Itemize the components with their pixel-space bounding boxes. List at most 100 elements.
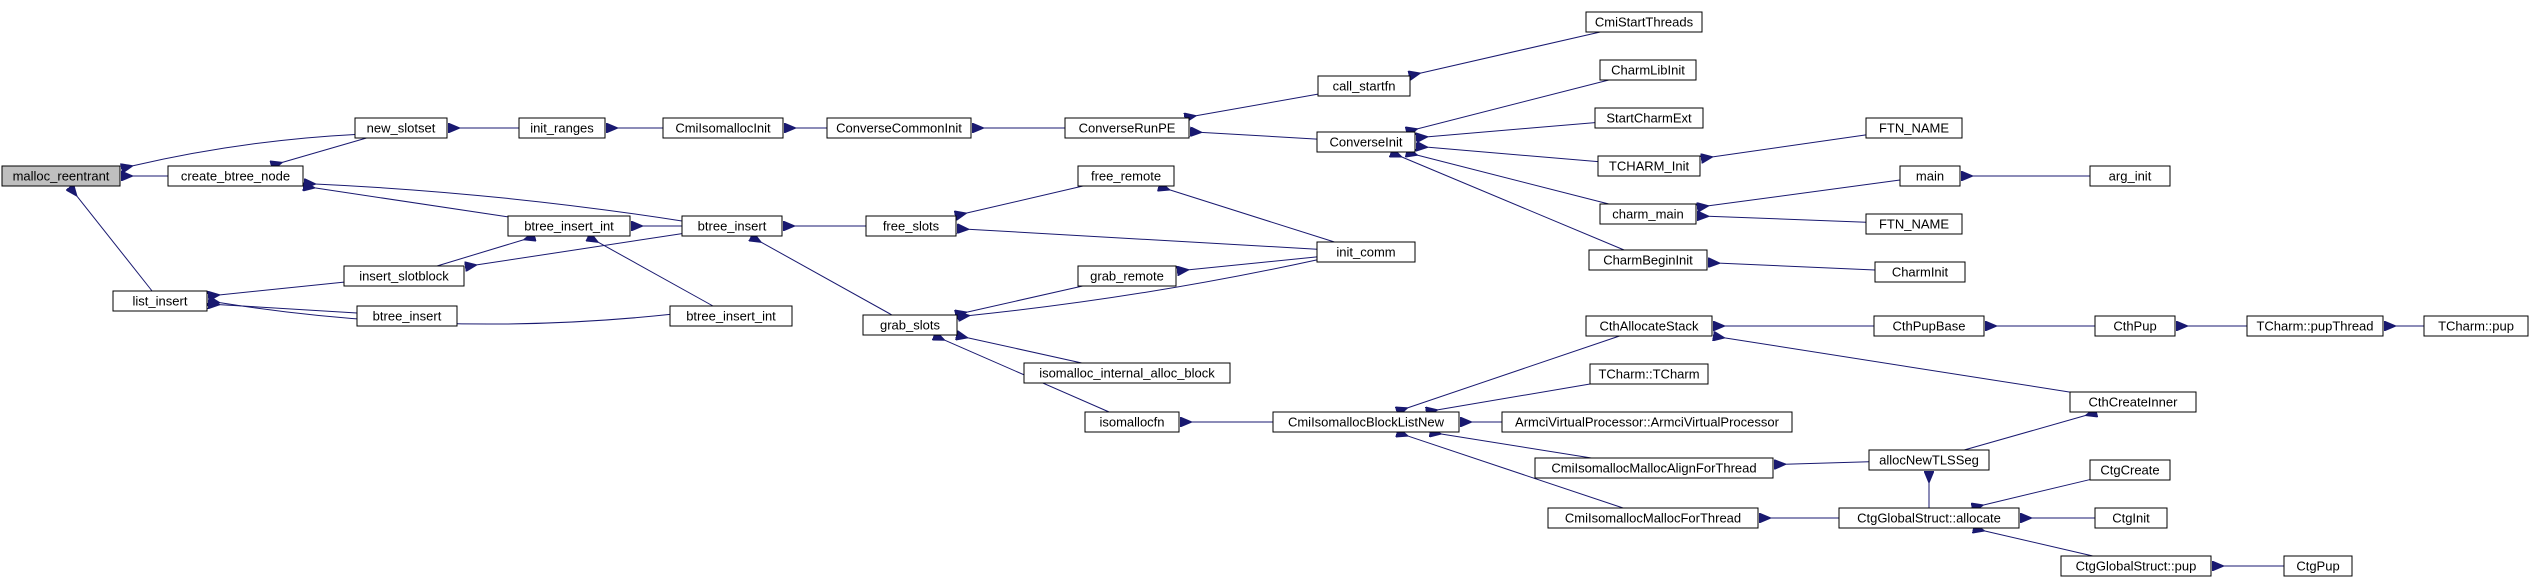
- node-label: init_comm: [1336, 245, 1395, 260]
- edge-alloc-new-tlsseg-to-cth-create-inner: [1964, 415, 2086, 451]
- node-arg-init[interactable]: arg_init: [2089, 165, 2171, 187]
- node-free-remote[interactable]: free_remote: [1077, 165, 1175, 187]
- edge-btree-insert-a-to-insert-slotblock: [476, 233, 683, 265]
- node-free-slots[interactable]: free_slots: [865, 215, 957, 237]
- node-box: [1873, 315, 1985, 337]
- edge-isomalloc-internal-alloc-block-to-grab-slots: [967, 338, 1082, 364]
- node-label: FTN_NAME: [1879, 217, 1949, 232]
- node-label: CthPupBase: [1893, 319, 1966, 334]
- node-box: [865, 215, 957, 237]
- edge-start-charm-ext-to-converse-init: [1427, 122, 1596, 137]
- node-label: free_slots: [883, 219, 940, 234]
- node-box: [2094, 315, 2176, 337]
- node-malloc-reentrant[interactable]: malloc_reentrant: [1, 165, 121, 187]
- node-btree-insert-int-b[interactable]: btree_insert_int: [669, 305, 793, 327]
- node-box: [1272, 411, 1460, 433]
- node-label: CharmInit: [1892, 265, 1949, 280]
- edge-tcharm-init-to-converse-init: [1427, 147, 1599, 163]
- node-ftn-name-a[interactable]: FTN_NAME: [1865, 117, 1963, 139]
- node-list-insert[interactable]: list_insert: [112, 290, 208, 312]
- node-ctg-global-struct-allocate[interactable]: CtgGlobalStruct::allocate: [1838, 507, 2020, 529]
- node-ctg-global-struct-pup[interactable]: CtgGlobalStruct::pup: [2060, 555, 2212, 577]
- node-label: TCHARM_Init: [1609, 159, 1690, 174]
- node-box: [2069, 391, 2197, 413]
- node-start-charm-ext[interactable]: StartCharmExt: [1594, 107, 1704, 129]
- edge-tcharm-tcharm-to-cmi-isomalloc-block-list-new: [1437, 383, 1591, 410]
- node-cth-pup[interactable]: CthPup: [2094, 315, 2176, 337]
- node-call-startfn[interactable]: call_startfn: [1317, 75, 1411, 97]
- node-box: [2060, 555, 2212, 577]
- node-box: [1501, 411, 1793, 433]
- node-label: TCharm::pupThread: [2256, 319, 2373, 334]
- node-btree-insert-a[interactable]: btree_insert: [681, 215, 783, 237]
- node-cmi-start-threads[interactable]: CmiStartThreads: [1585, 11, 1703, 33]
- node-tcharm-pup-thread[interactable]: TCharm::pupThread: [2246, 315, 2384, 337]
- edge-charm-lib-init-to-converse-init: [1417, 79, 1609, 129]
- node-box: [1588, 249, 1708, 271]
- node-cmi-isomalloc-malloc-align-for-thread[interactable]: CmiIsomallocMallocAlignForThread: [1534, 457, 1774, 479]
- node-cth-pup-base[interactable]: CthPupBase: [1873, 315, 1985, 337]
- node-tcharm-init[interactable]: TCHARM_Init: [1597, 155, 1701, 177]
- node-create-btree-node[interactable]: create_btree_node: [167, 165, 304, 187]
- edge-new-slotset-to-create-btree-node: [282, 137, 367, 163]
- node-ctg-init[interactable]: CtgInit: [2094, 507, 2168, 529]
- node-insert-slotblock[interactable]: insert_slotblock: [343, 265, 465, 287]
- node-converse-common-init[interactable]: ConverseCommonInit: [826, 117, 972, 139]
- edges: [76, 31, 2424, 566]
- node-box: [1594, 107, 1704, 129]
- node-label: CthAllocateStack: [1600, 319, 1699, 334]
- node-charm-lib-init[interactable]: CharmLibInit: [1599, 59, 1697, 81]
- edge-charm-begin-init-to-converse-init: [1401, 157, 1625, 251]
- node-tcharm-pup[interactable]: TCharm::pup: [2423, 315, 2529, 337]
- node-cmi-isomalloc-init[interactable]: CmiIsomallocInit: [662, 117, 784, 139]
- node-armci-virtual-processor[interactable]: ArmciVirtualProcessor::ArmciVirtualProce…: [1501, 411, 1793, 433]
- node-charm-begin-init[interactable]: CharmBeginInit: [1588, 249, 1708, 271]
- node-box: [1547, 507, 1759, 529]
- node-box: [356, 305, 458, 327]
- node-cmi-isomalloc-malloc-for-thread[interactable]: CmiIsomallocMallocForThread: [1547, 507, 1759, 529]
- node-label: FTN_NAME: [1879, 121, 1949, 136]
- node-box: [1, 165, 121, 187]
- node-init-comm[interactable]: init_comm: [1316, 241, 1416, 263]
- node-cth-create-inner[interactable]: CthCreateInner: [2069, 391, 2197, 413]
- node-converse-run-pe[interactable]: ConverseRunPE: [1064, 117, 1190, 139]
- node-tcharm-tcharm[interactable]: TCharm::TCharm: [1589, 363, 1709, 385]
- node-box: [1599, 203, 1697, 225]
- node-main[interactable]: main: [1899, 165, 1961, 187]
- node-box: [669, 305, 793, 327]
- node-btree-insert-int-a[interactable]: btree_insert_int: [507, 215, 631, 237]
- node-isomalloc-internal-alloc-block[interactable]: isomalloc_internal_alloc_block: [1023, 362, 1231, 384]
- node-ctg-pup[interactable]: CtgPup: [2283, 555, 2353, 577]
- node-label: isomalloc_internal_alloc_block: [1039, 366, 1215, 381]
- node-cmi-isomalloc-block-list-new[interactable]: CmiIsomallocBlockListNew: [1272, 411, 1460, 433]
- node-charm-init[interactable]: CharmInit: [1874, 261, 1966, 283]
- node-grab-remote[interactable]: grab_remote: [1077, 265, 1177, 287]
- node-label: TCharm::TCharm: [1598, 367, 1699, 382]
- node-label: CharmBeginInit: [1603, 253, 1693, 268]
- node-label: CthPup: [2113, 319, 2156, 334]
- node-box: [1077, 265, 1177, 287]
- node-isomallocfn[interactable]: isomallocfn: [1084, 411, 1180, 433]
- node-box: [1585, 11, 1703, 33]
- node-ftn-name-b[interactable]: FTN_NAME: [1865, 213, 1963, 235]
- edge-init-comm-to-grab-remote: [1188, 256, 1318, 270]
- node-label: TCharm::pup: [2438, 319, 2514, 334]
- node-converse-init[interactable]: ConverseInit: [1316, 131, 1416, 153]
- node-box: [826, 117, 972, 139]
- node-ctg-create[interactable]: CtgCreate: [2089, 459, 2171, 481]
- node-cth-allocate-stack[interactable]: CthAllocateStack: [1585, 315, 1713, 337]
- node-alloc-new-tlsseg[interactable]: allocNewTLSSeg: [1868, 449, 1990, 471]
- node-box: [1023, 362, 1231, 384]
- edge-list-insert-to-malloc-reentrant: [76, 195, 153, 292]
- edge-call-startfn-to-converse-run-pe: [1195, 93, 1319, 116]
- node-btree-insert-b[interactable]: btree_insert: [356, 305, 458, 327]
- node-init-ranges[interactable]: init_ranges: [518, 117, 606, 139]
- edge-init-comm-to-grab-slots: [969, 259, 1318, 316]
- node-box: [1874, 261, 1966, 283]
- node-new-slotset[interactable]: new_slotset: [354, 117, 448, 139]
- node-label: new_slotset: [367, 121, 436, 136]
- node-charm-main[interactable]: charm_main: [1599, 203, 1697, 225]
- node-grab-slots[interactable]: grab_slots: [862, 314, 958, 336]
- edge-cth-allocate-stack-to-cmi-isomalloc-block-list-new: [1407, 335, 1620, 408]
- node-box: [862, 314, 958, 336]
